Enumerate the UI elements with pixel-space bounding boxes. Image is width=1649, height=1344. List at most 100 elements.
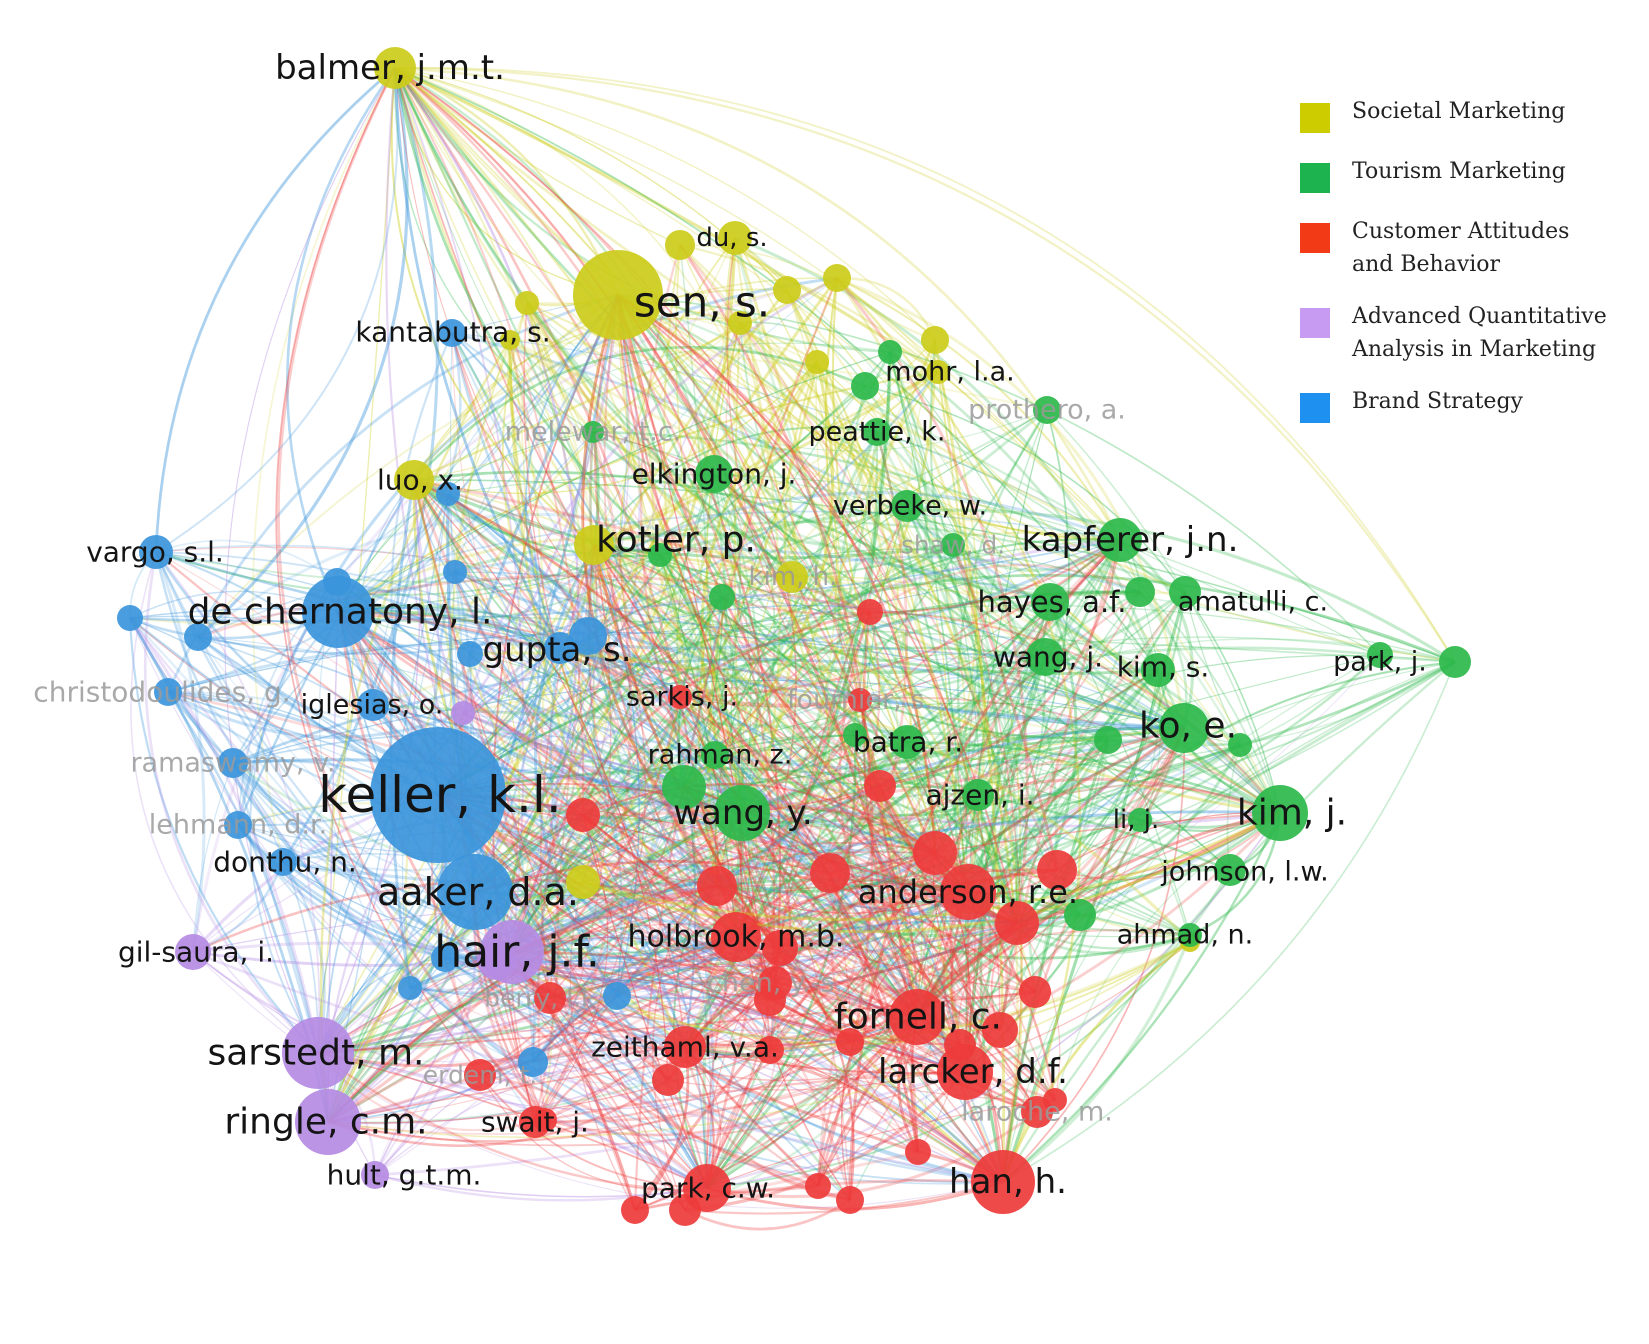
network-edge xyxy=(706,743,1241,1189)
network-edge xyxy=(966,890,1191,955)
network-edge xyxy=(526,302,1019,924)
network-edge xyxy=(451,332,542,893)
network-edge xyxy=(371,493,450,706)
network-edge xyxy=(734,236,1160,671)
network-edge xyxy=(617,294,1381,656)
network-node-bubble xyxy=(905,1139,931,1165)
network-edge xyxy=(1119,539,1381,656)
network-edge xyxy=(374,1070,966,1177)
node-label: kim, s. xyxy=(1117,651,1210,684)
network-edge xyxy=(454,546,1051,604)
network-node-bubble xyxy=(370,727,506,863)
network-edge xyxy=(915,868,1231,1018)
network-edge xyxy=(327,1049,771,1124)
network-edge xyxy=(167,632,1185,729)
network-edge xyxy=(1107,661,1456,747)
network-edge xyxy=(337,604,716,756)
network-edge xyxy=(167,691,1004,1183)
network-edge xyxy=(662,244,781,949)
network-edge xyxy=(511,294,641,953)
network-edge xyxy=(317,1052,851,1201)
network-edge xyxy=(679,244,716,756)
network-edge xyxy=(327,947,781,1123)
network-node-bubble xyxy=(728,311,752,335)
node-label: luo, x. xyxy=(377,464,463,497)
network-edge xyxy=(705,921,1018,1189)
network-edge xyxy=(451,332,697,1048)
network-edge xyxy=(413,479,1046,675)
network-edge xyxy=(706,934,1191,1189)
network-edge xyxy=(1002,727,1186,1183)
network-edge xyxy=(569,696,681,1211)
network-edge xyxy=(474,431,878,893)
network-edge xyxy=(454,571,708,1189)
network-node-bubble xyxy=(890,725,924,759)
network-edge xyxy=(450,332,1018,925)
network-edge xyxy=(374,699,861,1176)
network-edge xyxy=(1016,922,1061,1101)
network-edge xyxy=(511,743,1241,954)
network-edge xyxy=(549,576,793,999)
network-edge xyxy=(450,332,1018,925)
network-edge xyxy=(836,277,1121,541)
network-edge xyxy=(129,616,918,1019)
network-edge xyxy=(539,544,595,999)
network-edge xyxy=(532,935,737,1063)
node-label: han, h. xyxy=(949,1162,1067,1202)
network-node-bubble xyxy=(398,976,422,1000)
network-edge xyxy=(372,703,936,855)
network-edge xyxy=(496,738,1109,962)
network-edge xyxy=(593,544,771,1051)
network-edge xyxy=(593,544,954,578)
network-node-bubble xyxy=(302,576,374,648)
network-edge xyxy=(447,474,1381,656)
network-edge xyxy=(952,538,1121,572)
network-edge xyxy=(511,734,856,953)
network-edge xyxy=(652,812,743,1211)
network-edge xyxy=(705,668,1160,1189)
network-node-bubble xyxy=(776,561,808,593)
network-edge xyxy=(511,923,1001,1031)
network-edge xyxy=(450,332,1231,872)
network-edge xyxy=(337,532,1242,747)
network-edge xyxy=(413,479,561,649)
network-edge xyxy=(720,596,745,938)
network-edge xyxy=(327,322,742,1123)
network-edge xyxy=(374,997,551,1176)
network-edge xyxy=(741,812,920,1153)
network-node-bubble xyxy=(836,1186,864,1214)
network-node-bubble xyxy=(848,688,872,712)
network-edge xyxy=(836,277,1121,541)
network-edge xyxy=(905,505,1000,1018)
network-edge xyxy=(684,852,936,1211)
node-label: iglesias, o. xyxy=(301,690,444,721)
network-edge xyxy=(964,660,1456,1073)
network-edge xyxy=(413,479,1141,821)
network-edge xyxy=(327,699,862,1124)
network-edge xyxy=(633,726,1185,1211)
network-edge xyxy=(582,811,1281,934)
network-edge xyxy=(317,1052,708,1189)
network-edge xyxy=(964,869,1232,1074)
network-edge xyxy=(524,294,619,649)
network-edge xyxy=(634,1016,918,1211)
network-node-bubble xyxy=(1169,576,1201,608)
network-edge xyxy=(791,575,1281,814)
network-edge xyxy=(816,361,1185,729)
network-edge xyxy=(394,67,1018,924)
network-edge xyxy=(394,67,1281,815)
network-node-bubble xyxy=(295,1089,361,1155)
network-edge xyxy=(155,67,399,553)
network-edge xyxy=(412,479,1056,1102)
network-edge xyxy=(616,294,1051,604)
network-edge xyxy=(846,734,918,1018)
node-label: zeithaml, v.a. xyxy=(591,1031,779,1064)
network-labels: balmer, j.m.t.du, s.sen, s.kantabutra, s… xyxy=(33,48,1427,1205)
network-node-bubble xyxy=(878,340,902,364)
network-edge xyxy=(454,570,1185,730)
network-edge xyxy=(154,67,396,553)
network-edge xyxy=(155,544,936,854)
network-edge xyxy=(282,801,936,864)
node-label: keller, k.l. xyxy=(318,766,561,824)
network-node-bubble xyxy=(758,966,792,1000)
